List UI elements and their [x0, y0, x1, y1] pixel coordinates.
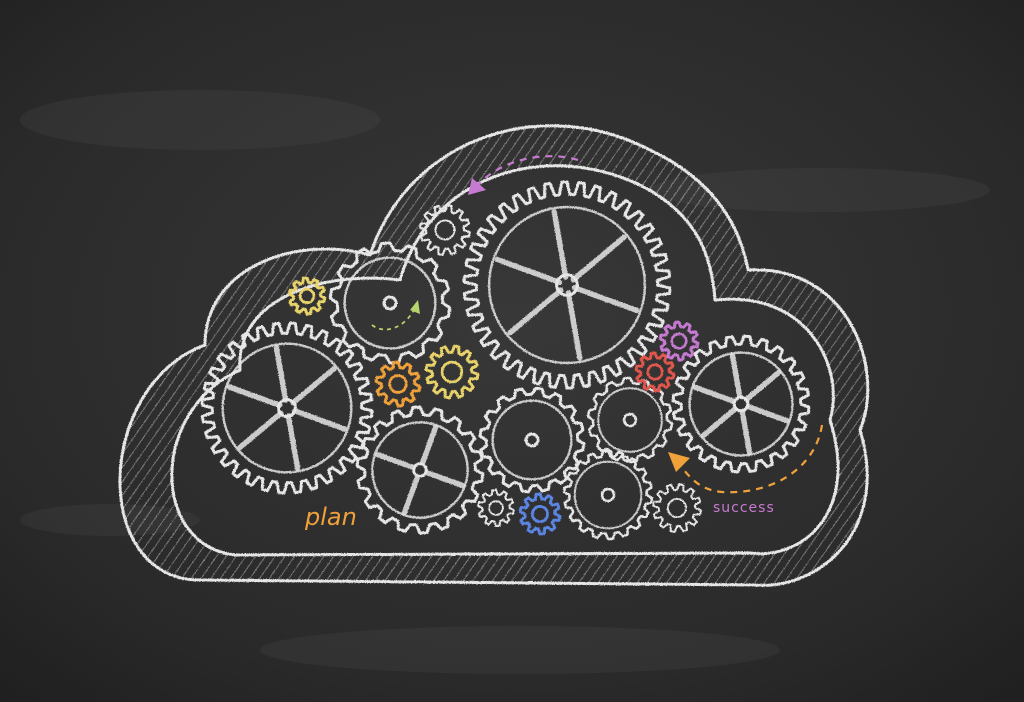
large-left-gear-icon — [200, 321, 374, 495]
tiny-right-gear-icon — [652, 483, 702, 533]
top-arrowhead-icon — [468, 178, 486, 195]
inner-arrowhead-icon — [410, 300, 420, 314]
right-arrowhead-icon — [668, 452, 690, 472]
cloud-outer-edge — [118, 124, 870, 587]
inner-dashed-arrow-path — [371, 307, 416, 331]
tiny-bottom-gear-icon — [477, 489, 515, 527]
yellow-small-gear-icon — [287, 276, 327, 316]
success-label: success — [713, 500, 775, 516]
pink-gear-icon — [658, 320, 700, 362]
right-gear-icon — [671, 334, 811, 474]
upper-left-gear-icon — [328, 241, 452, 365]
cycle-arrows — [371, 155, 824, 494]
top-small-gear-icon — [419, 204, 471, 256]
top-dashed-arrow-path — [477, 155, 579, 186]
blue-gear-icon — [518, 492, 562, 536]
yellow-medium-gear-icon — [424, 344, 480, 400]
cloud-hatched-band — [119, 125, 868, 586]
board-smudges — [20, 90, 990, 674]
bottom-left-gear-icon — [355, 405, 485, 535]
middle-gear-icon — [478, 386, 586, 494]
plan-label: plan — [304, 503, 357, 531]
right-dashed-arrow-path — [679, 424, 824, 494]
bottom-center-gear-icon — [562, 449, 654, 541]
gear-cluster — [200, 180, 811, 541]
large-center-gear-icon — [462, 180, 672, 390]
orange-gear-icon — [374, 360, 422, 408]
red-gear-icon — [634, 351, 676, 393]
